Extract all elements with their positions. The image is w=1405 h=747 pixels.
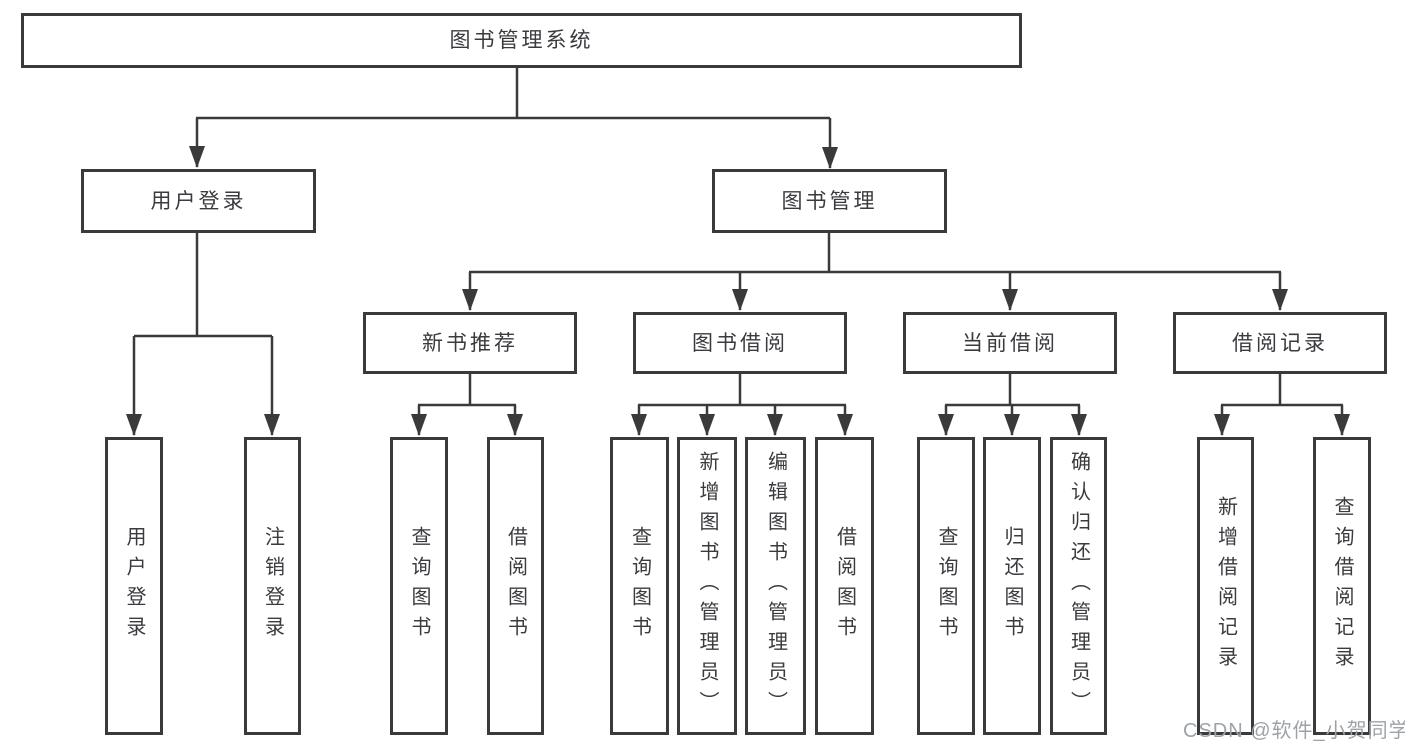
- leaf-records-query-record: 查询借阅记录: [1313, 437, 1371, 735]
- leaf-borrow-edit-books-admin: 编辑图书（管理员）: [745, 437, 806, 735]
- leaf-current-query-books: 查询图书: [917, 437, 975, 735]
- watermark: CSDN @软件_小贺同学: [1183, 720, 1405, 742]
- node-book-management: 图书管理: [712, 169, 947, 233]
- node-library-system: 图书管理系统: [21, 13, 1022, 68]
- leaf-records-add-record: 新增借阅记录: [1197, 437, 1254, 735]
- leaf-current-confirm-return-admin: 确认归还（管理员）: [1050, 437, 1107, 735]
- node-current-borrow: 当前借阅: [903, 312, 1117, 374]
- leaf-borrow-borrow-books: 借阅图书: [815, 437, 874, 735]
- node-borrow-records: 借阅记录: [1173, 312, 1387, 374]
- leaf-newbook-query-books: 查询图书: [390, 437, 448, 735]
- node-new-book-recommend: 新书推荐: [363, 312, 577, 374]
- node-book-borrow: 图书借阅: [633, 312, 847, 374]
- branch-lines: [134, 68, 1343, 407]
- leaf-borrow-query-books: 查询图书: [610, 437, 669, 735]
- leaf-logout: 注销登录: [244, 437, 301, 735]
- node-user-login: 用户登录: [81, 169, 316, 233]
- leaf-newbook-borrow-books: 借阅图书: [487, 437, 544, 735]
- leaf-borrow-add-books-admin: 新增图书（管理员）: [677, 437, 737, 735]
- leaf-current-return-books: 归还图书: [983, 437, 1041, 735]
- leaf-user-login: 用户登录: [105, 437, 163, 735]
